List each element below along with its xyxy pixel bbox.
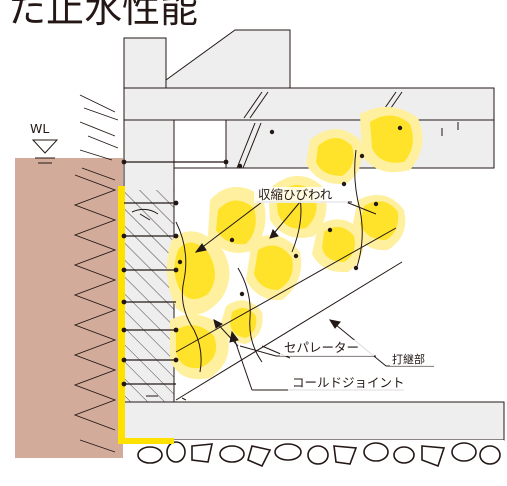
- separator-label: セパレーター: [284, 340, 359, 355]
- waterproof-membrane: [118, 186, 174, 444]
- label-bg-separator: [280, 340, 374, 356]
- label-bg-pour-joint: [390, 352, 436, 366]
- pour-joint-lines: [146, 227, 403, 401]
- label-bg-cold-joint: [288, 375, 406, 391]
- cold-joint-label: コールドジョイント: [292, 375, 405, 390]
- shrinkage-crack-label: 収縮ひびわれ: [258, 187, 333, 202]
- base-slab: [123, 401, 505, 441]
- separator-dots: [121, 125, 403, 387]
- ground-hatching: [79, 94, 119, 161]
- wall-hatching: [124, 190, 174, 402]
- slab-cut-marks: [236, 91, 459, 169]
- gravel-bed: [124, 440, 504, 470]
- label-bg-crack: [254, 187, 348, 203]
- water-level-label: WL: [30, 121, 49, 136]
- soil-hatching: [73, 167, 117, 453]
- page-heading: た止水性能: [8, 0, 198, 31]
- pour-joint-label: 打継部: [392, 352, 425, 366]
- separator-bolts: [124, 161, 226, 385]
- soil-area: [15, 158, 123, 458]
- water-level-marker: WL: [30, 121, 59, 164]
